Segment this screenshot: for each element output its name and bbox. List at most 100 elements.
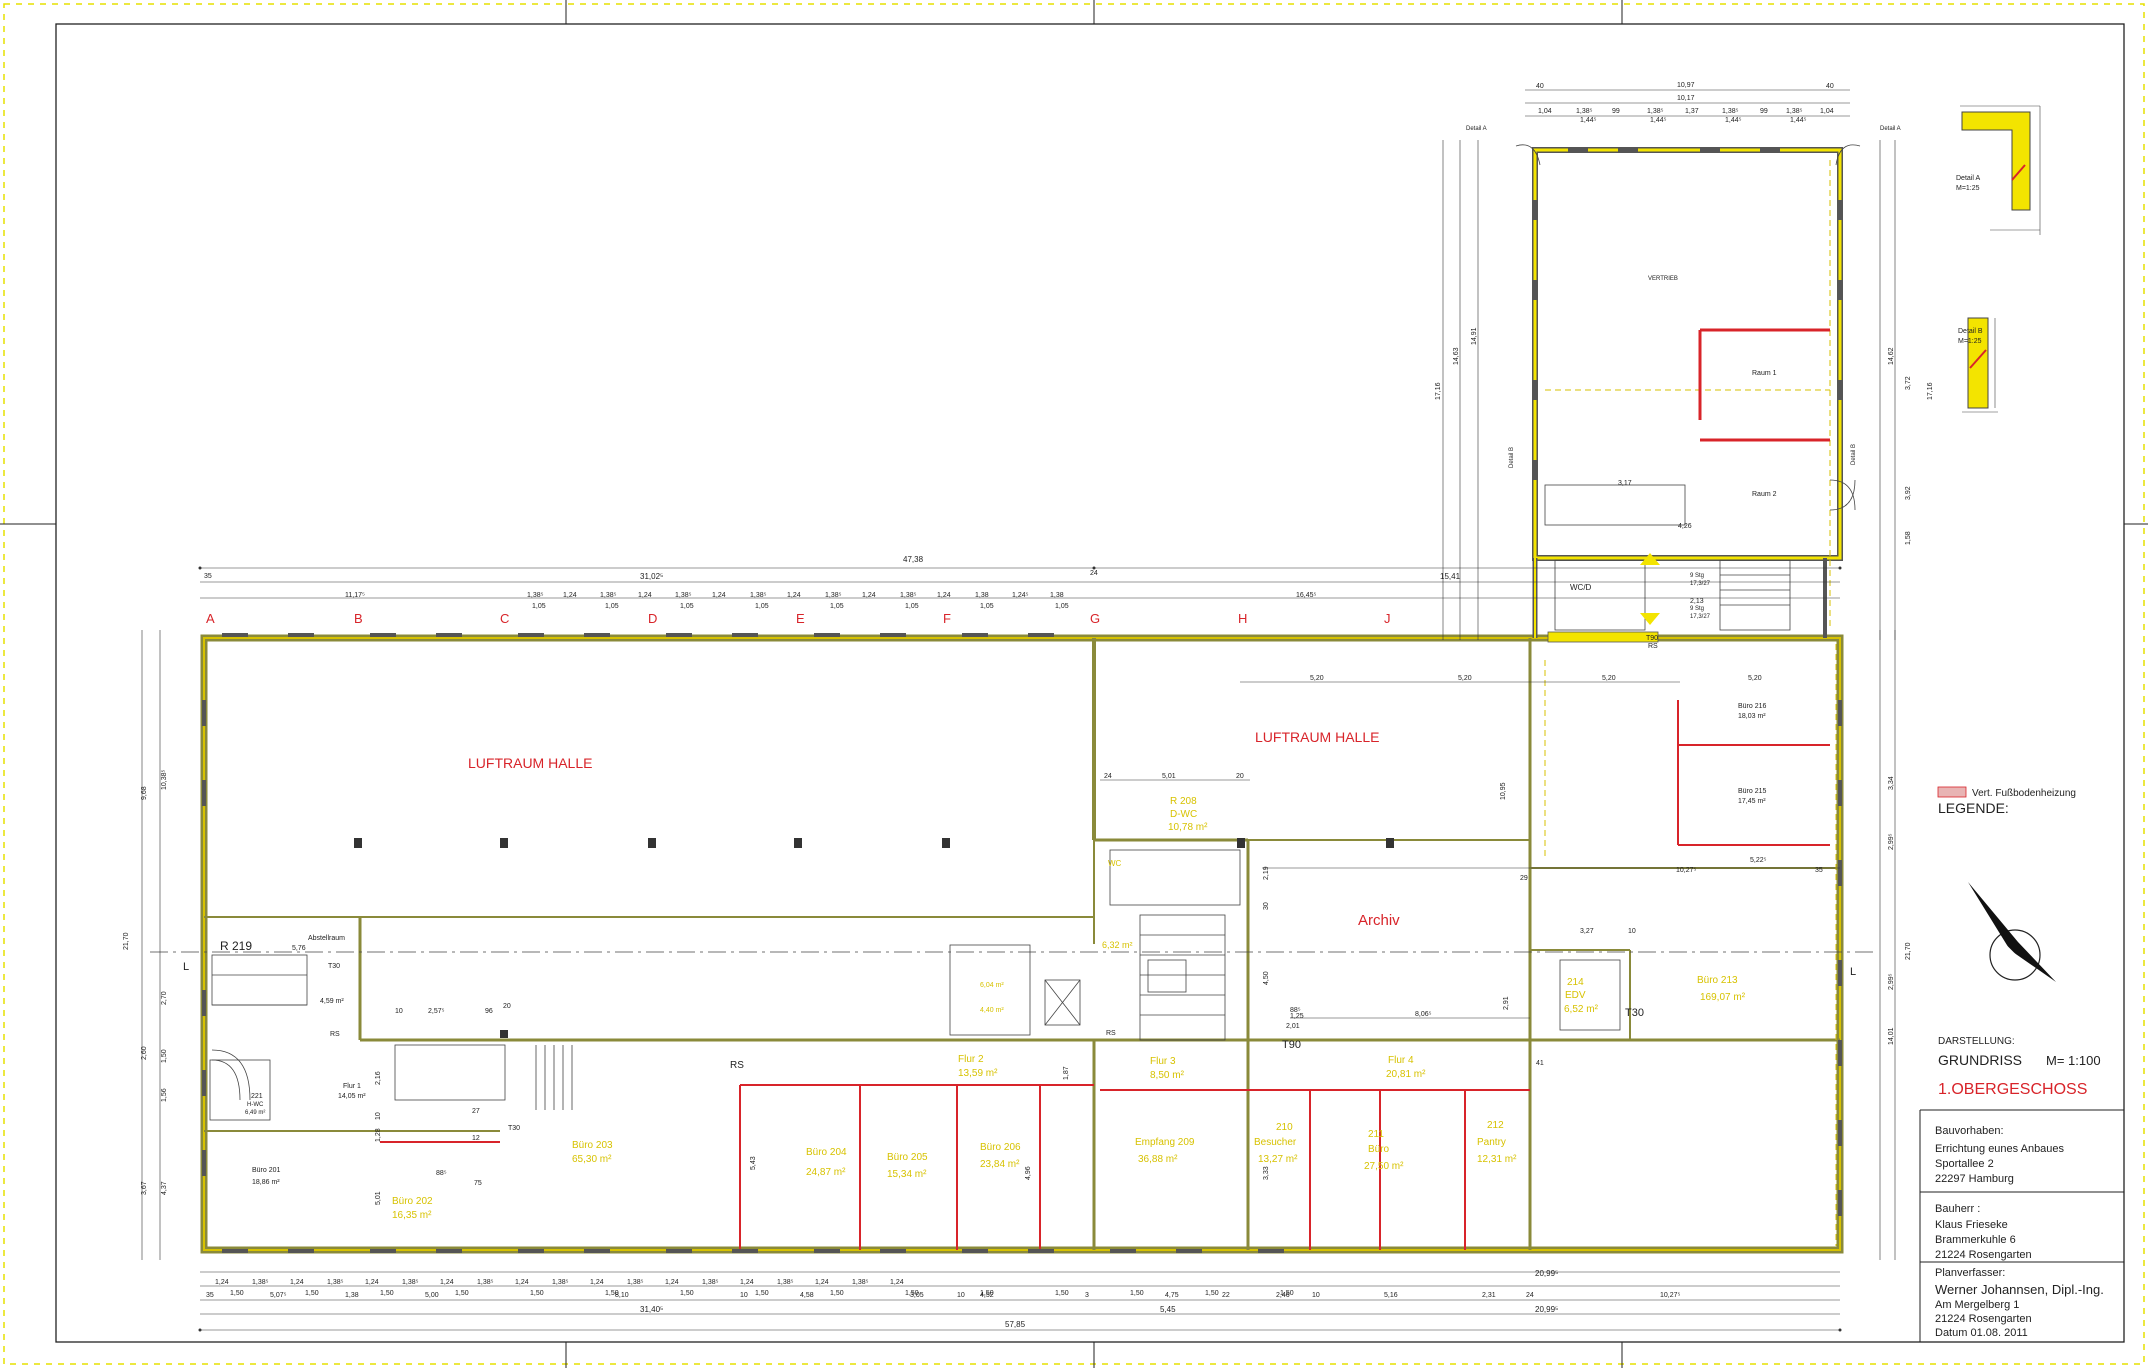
detail-b-drawing: Detail B M=1:25 bbox=[1958, 317, 1998, 413]
dim-text: 1,44⁵ bbox=[1725, 117, 1742, 124]
title-bh-line: Brammerkuhle 6 bbox=[1935, 1234, 2016, 1246]
room-area-small: 6,32 m² bbox=[1102, 940, 1133, 950]
dimension-lines bbox=[141, 89, 1896, 1331]
room-abstell: Abstellraum bbox=[308, 935, 345, 942]
dim-text: 1,24 bbox=[440, 1279, 454, 1286]
dim-text: 1,38⁵ bbox=[777, 1279, 794, 1286]
dim-text: 1,04 bbox=[1538, 108, 1552, 115]
dim-text: 1,38⁵ bbox=[900, 592, 917, 599]
dim-text: 2,99⁵ bbox=[1888, 833, 1895, 850]
grid-axis-label: A bbox=[206, 611, 215, 626]
dim-text: 1,50 bbox=[830, 1290, 844, 1297]
dim-text: 14,63 bbox=[1453, 347, 1460, 365]
dim-text: 2,70 bbox=[161, 991, 168, 1005]
dim-text: 5,20 bbox=[1748, 675, 1762, 682]
title-planverfasser: Planverfasser: bbox=[1935, 1267, 2005, 1279]
detail-callout: Detail B bbox=[1509, 447, 1515, 468]
dim-text: 1,44⁵ bbox=[1580, 117, 1597, 124]
title-floor: 1.OBERGESCHOSS bbox=[1938, 1081, 2087, 1098]
dim-text: 30 bbox=[1263, 902, 1270, 910]
dim-text: 3,33 bbox=[1263, 1166, 1270, 1180]
room-tech-area: 4,59 m² bbox=[320, 998, 344, 1005]
title-bv-line: Sportallee 2 bbox=[1935, 1158, 1994, 1170]
section-mark: L bbox=[183, 961, 189, 973]
dim-text: 57,85 bbox=[1005, 1320, 1026, 1329]
room-r208: R 208 bbox=[1170, 796, 1197, 807]
dim-text: 17,16 bbox=[1435, 382, 1442, 400]
dim-text: 2,99⁵ bbox=[1888, 973, 1895, 990]
dim-text: 1,24 bbox=[515, 1279, 529, 1286]
title-bh-line: 21224 Rosengarten bbox=[1935, 1249, 2032, 1261]
dim-text: 1,05 bbox=[980, 603, 994, 610]
dim-text: 1,50 bbox=[1130, 1290, 1144, 1297]
room-wc: WC bbox=[1108, 859, 1122, 868]
dim-text: 4,26 bbox=[1678, 523, 1692, 530]
room-r221-area: 6,49 m² bbox=[245, 1110, 265, 1116]
room-buero201: Büro 201 bbox=[252, 1167, 281, 1174]
room-labels: LUFTRAUM HALLE LUFTRAUM HALLE Archiv VER… bbox=[220, 126, 1901, 1221]
room-buero205: Büro 205 bbox=[887, 1152, 928, 1163]
dim-text: 5,45 bbox=[1160, 1305, 1176, 1314]
north-arrow bbox=[1968, 882, 2056, 982]
door-t90: T90 bbox=[1282, 1039, 1301, 1051]
room-buero215: Büro 215 bbox=[1738, 788, 1767, 795]
dim-text: 88⁵ bbox=[436, 1170, 447, 1177]
dim-text: 8,10 bbox=[615, 1292, 629, 1299]
dim-text: 1,50 bbox=[680, 1290, 694, 1297]
dim-text: 10,97 bbox=[1677, 82, 1695, 89]
door-rs: RS bbox=[1106, 1030, 1116, 1037]
dim-text: 1,50 bbox=[1055, 1290, 1069, 1297]
room-empfang: Empfang 209 bbox=[1135, 1137, 1195, 1148]
dim-text: 24 bbox=[1526, 1292, 1534, 1299]
detail-a-scale: M=1:25 bbox=[1956, 185, 1980, 192]
dim-text: 16,45⁵ bbox=[1296, 592, 1317, 599]
door-t90-rs: T90 bbox=[1646, 635, 1658, 642]
dim-text: 1,38⁵ bbox=[1786, 108, 1803, 115]
dim-text: 31,02⁵ bbox=[640, 572, 663, 581]
dim-text: 2,31 bbox=[1482, 1292, 1496, 1299]
door-rs: RS bbox=[730, 1060, 744, 1071]
room-buero202: Büro 202 bbox=[392, 1196, 433, 1207]
grid-axis-label: D bbox=[648, 611, 657, 626]
dim-text: 1,38⁵ bbox=[402, 1279, 419, 1286]
dim-text: 1,05 bbox=[830, 603, 844, 610]
detail-b-scale: M=1:25 bbox=[1958, 338, 1982, 345]
legend-title: LEGENDE: bbox=[1938, 800, 2009, 816]
room-r211-name: Büro bbox=[1368, 1144, 1390, 1155]
room-buero213-area: 169,07 m² bbox=[1700, 992, 1746, 1003]
room-wcd: WC/D bbox=[1570, 583, 1592, 592]
dim-text: 1,50 bbox=[455, 1290, 469, 1297]
dim-text: 5,22⁵ bbox=[1750, 857, 1767, 864]
dim-text: 1,38⁵ bbox=[477, 1279, 494, 1286]
dim-text: 1,38⁵ bbox=[552, 1279, 569, 1286]
main-building-walls bbox=[150, 633, 1875, 1254]
dim-text: 1,38⁵ bbox=[627, 1279, 644, 1286]
dim-text: 1,38⁵ bbox=[1576, 108, 1593, 115]
dim-text: 1,50 bbox=[305, 1290, 319, 1297]
dim-text: 29 bbox=[1520, 875, 1528, 882]
stair-label: 9 Stg bbox=[1690, 606, 1704, 612]
dim-text: 10,17 bbox=[1677, 95, 1695, 102]
dim-text: 2,91 bbox=[1503, 996, 1510, 1010]
title-bauherr: Bauherr : bbox=[1935, 1203, 1980, 1215]
room-r212-area: 12,31 m² bbox=[1477, 1154, 1517, 1165]
dim-text: 3,72 bbox=[1905, 376, 1912, 390]
dim-text: 88⁵ bbox=[1290, 1007, 1301, 1014]
dim-text: 75 bbox=[474, 1180, 482, 1187]
dim-text: 1,05 bbox=[1055, 603, 1069, 610]
dim-text: 1,38⁵ bbox=[852, 1279, 869, 1286]
dim-text: 1,38⁵ bbox=[600, 592, 617, 599]
room-flur4: Flur 4 bbox=[1388, 1055, 1414, 1066]
vertical-dimensions: 9,68 10,38⁵ 21,70 2,70 2,60 1,50 1,56 3,… bbox=[123, 327, 1934, 1195]
dim-text: 20,99⁵ bbox=[1535, 1305, 1558, 1314]
dim-text: 1,05 bbox=[605, 603, 619, 610]
dim-text: 1,24 bbox=[862, 592, 876, 599]
dim-text: 47,38 bbox=[903, 555, 924, 564]
door-rs: RS bbox=[330, 1031, 340, 1038]
dim-text: 4,37 bbox=[161, 1181, 168, 1195]
dim-text: 10,27⁵ bbox=[1660, 1292, 1681, 1299]
room-abstell-area: 5,76 bbox=[292, 945, 306, 952]
room-buero203: Büro 203 bbox=[572, 1140, 613, 1151]
room-r214-name: EDV bbox=[1565, 990, 1586, 1001]
